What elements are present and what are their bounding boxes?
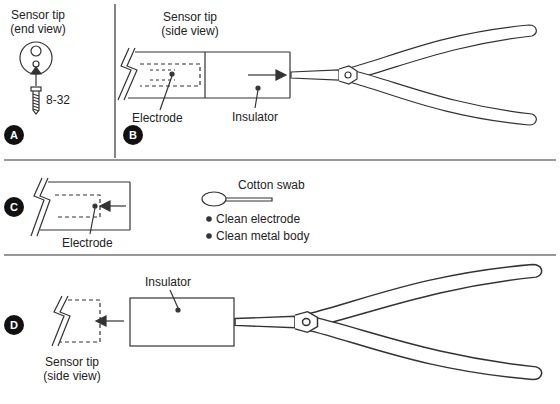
view-title: Sensor tip (side view) xyxy=(32,355,112,383)
thread-stroke xyxy=(33,97,39,99)
step-letter-text: A xyxy=(10,129,18,141)
thread-stroke xyxy=(33,103,39,105)
part-name: Insulator xyxy=(232,110,278,124)
pliers-part xyxy=(349,25,536,79)
instruction: Clean electrode xyxy=(216,212,300,226)
step-letter: C xyxy=(4,197,24,217)
step-letter: A xyxy=(4,125,24,145)
view-title: Sensor tip (end view) xyxy=(4,8,72,36)
break-symbol xyxy=(37,178,50,236)
pliers-part xyxy=(308,317,542,379)
cotton-swab-stick xyxy=(226,198,272,201)
bullet xyxy=(207,217,211,221)
thread-stroke xyxy=(33,94,39,96)
screw-head xyxy=(31,87,41,91)
sensor-tip-end xyxy=(20,42,52,74)
divider xyxy=(4,254,556,255)
arrow xyxy=(248,74,278,75)
part-name: Electrode xyxy=(62,236,113,250)
tip-outline xyxy=(48,181,130,182)
arrowhead xyxy=(31,67,41,74)
step-letter-text: B xyxy=(129,129,137,141)
pliers-part xyxy=(235,316,295,328)
leader-line xyxy=(90,208,95,234)
arrow xyxy=(108,205,126,206)
pliers-part xyxy=(295,312,318,333)
leader-dot xyxy=(93,204,97,208)
tip-hidden xyxy=(60,300,100,342)
pliers-part xyxy=(339,66,357,84)
pliers xyxy=(235,265,542,380)
break-symbol xyxy=(52,296,64,346)
break-symbol xyxy=(118,48,131,100)
electrode-hidden xyxy=(55,195,100,217)
break-symbol xyxy=(58,296,70,346)
divider xyxy=(114,4,115,158)
divider xyxy=(4,159,556,160)
instruction: Clean metal body xyxy=(216,229,309,243)
leader-dot xyxy=(170,72,174,76)
thread-stroke xyxy=(33,106,39,108)
tip-outline xyxy=(129,182,130,230)
tip-outline xyxy=(128,97,290,98)
bullet xyxy=(207,234,211,238)
leader-dot xyxy=(176,308,180,312)
pliers-pivot xyxy=(303,319,311,326)
leader-dot xyxy=(256,86,260,90)
insulator xyxy=(130,298,234,346)
part-name: Electrode xyxy=(132,111,183,125)
step-letter-text: C xyxy=(10,201,18,213)
arrowhead xyxy=(96,316,106,326)
step-letter: B xyxy=(123,125,143,145)
tip-outline xyxy=(135,51,290,52)
thread-stroke xyxy=(33,100,39,102)
part-name: Cotton swab xyxy=(238,178,305,192)
pliers-pivot xyxy=(345,72,351,78)
arrowhead xyxy=(276,70,286,80)
leader-line xyxy=(255,90,258,108)
screw-thread xyxy=(33,94,39,111)
leader-line xyxy=(170,290,178,308)
thread-stroke xyxy=(33,109,39,111)
view-title: Sensor tip (side view) xyxy=(150,10,230,38)
leader-line xyxy=(160,76,172,110)
step-letter-text: D xyxy=(10,319,18,331)
arrowhead xyxy=(100,201,110,211)
pliers-part xyxy=(291,70,339,80)
pliers xyxy=(291,25,536,125)
electrode-hole xyxy=(31,46,41,56)
part-name: Insulator xyxy=(145,275,191,289)
break-symbol xyxy=(31,178,44,236)
arrow xyxy=(104,320,124,321)
thread-size: 8-32 xyxy=(46,93,70,107)
pliers-part xyxy=(308,265,542,327)
tip-outline xyxy=(204,52,205,98)
pliers-part xyxy=(349,71,536,125)
step-letter: D xyxy=(4,315,24,335)
screw-shank xyxy=(33,91,39,114)
tip-outline xyxy=(40,229,130,230)
cotton-swab-head xyxy=(202,192,226,206)
